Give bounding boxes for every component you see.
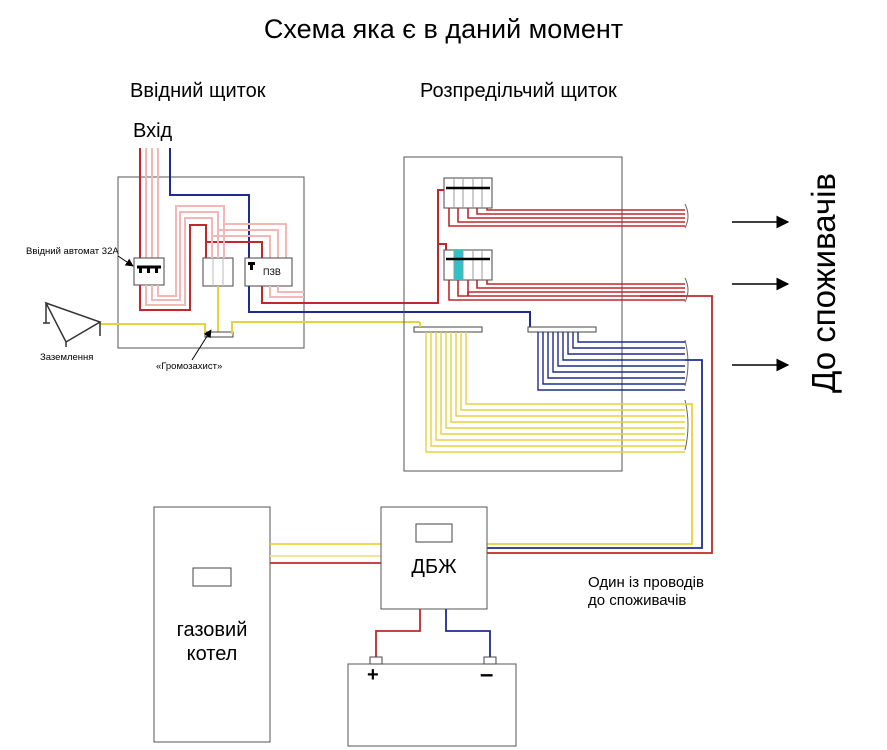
breaker-row-top — [443, 177, 493, 209]
consumers-label: До споживачів — [805, 173, 842, 393]
wire-note: Один із проводів до споживачів — [588, 574, 704, 610]
ups-display — [415, 523, 453, 543]
battery-terminal-plus — [369, 656, 383, 665]
wire-note-line2: до споживачів — [588, 592, 687, 609]
wire-note-line1: Один із проводів — [588, 574, 704, 591]
phase-out-row-top — [448, 208, 685, 227]
boiler-label-line1: газовий — [176, 619, 248, 641]
battery-minus-sign: – — [480, 661, 494, 688]
incoming-neutral-wire — [169, 148, 250, 258]
neutral-out-wires — [537, 332, 685, 391]
surge-arrow — [191, 329, 212, 361]
phase-to-ups — [467, 292, 713, 554]
neutral-to-ups — [487, 359, 703, 549]
input-panel-heading: Ввідний щиток — [130, 80, 266, 102]
surge-protector — [202, 257, 234, 287]
battery-plus-sign: + — [367, 664, 379, 686]
diagram-title: Схема яка є в даний момент — [263, 14, 624, 44]
neutral-bus — [527, 326, 597, 333]
main-breaker-label: Ввідний автомат 32А — [26, 246, 119, 257]
battery — [347, 663, 517, 747]
distribution-panel-heading: Розпредільчий щиток — [420, 80, 617, 102]
battery-terminal-minus — [483, 656, 497, 665]
grounding-electrode — [43, 301, 102, 347]
distribution-panel-box — [403, 156, 623, 472]
ups-label: ДБЖ — [411, 556, 457, 578]
ground-to-ups — [487, 403, 693, 545]
boiler-display — [192, 567, 232, 587]
grounding-label: Заземлення — [40, 352, 94, 363]
consumer-arrows — [732, 215, 790, 372]
main-breaker-arrow — [117, 255, 134, 267]
breaker-row-bottom — [443, 249, 493, 281]
phase-out-row-bottom — [448, 280, 685, 301]
input-label: Вхід — [133, 120, 173, 142]
boiler-label: газовий котел — [154, 618, 270, 666]
ground-bus — [413, 326, 483, 333]
incoming-phase-wires — [145, 148, 159, 258]
input-panel-box — [117, 176, 305, 349]
ground-out-wires — [425, 332, 685, 453]
boiler-label-line2: котел — [186, 643, 238, 665]
rcd-label: ПЗВ — [263, 267, 281, 277]
surge-protector-label: «Громозахист» — [156, 361, 223, 372]
gas-boiler — [153, 506, 271, 743]
breaker-output-wires — [139, 205, 225, 311]
